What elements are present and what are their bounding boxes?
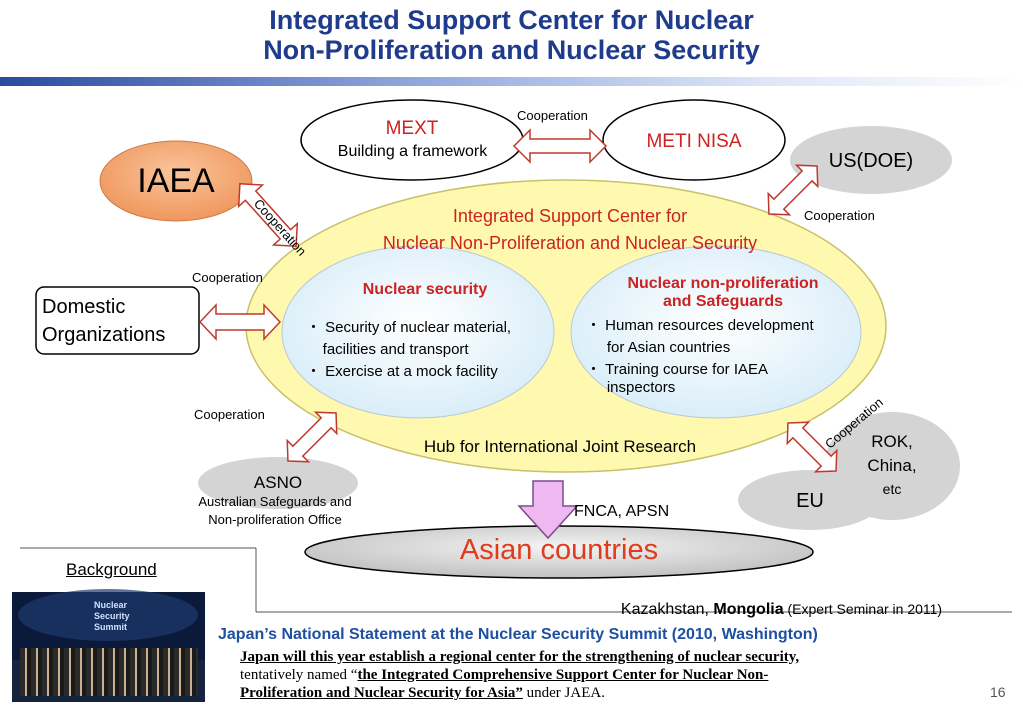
mext-ellipse	[300, 99, 524, 181]
nonprolif-bullet-1: ・ Human resources development	[586, 317, 814, 334]
arrow-iaea-center	[237, 182, 299, 248]
domestic-box	[35, 286, 200, 355]
security-bullet-2: facilities and transport	[306, 341, 469, 358]
security-bullet-3: ・ Exercise at a mock facility	[306, 363, 498, 380]
kazakhstan-part2: Mongolia	[713, 601, 784, 618]
cooperation-label-mext-meti: Cooperation	[517, 108, 588, 123]
meti-label: METI NISA	[646, 131, 742, 152]
nonprolif-circle	[570, 245, 862, 419]
nonprolif-title-line1: Nuclear non-proliferation	[627, 275, 819, 292]
asno-desc-line1: Australian Safeguards and	[198, 494, 352, 509]
nonprolif-title-line2: and Safeguards	[662, 293, 784, 310]
kazakhstan-part3: (Expert Seminar in 2011)	[783, 601, 943, 617]
meti-ellipse	[602, 99, 786, 181]
fnca-label: FNCA, APSN	[574, 503, 670, 520]
center-title-line2: Nuclear Non-Proliferation and Nuclear Se…	[382, 233, 758, 253]
statement-line3-a: Proliferation and Nuclear Security for A…	[240, 685, 523, 701]
statement-line1: Japan will this year establish a regiona…	[240, 649, 800, 665]
statement-line2-a: tentatively named “	[240, 667, 358, 683]
summit-photo-crowd	[20, 648, 198, 696]
cooperation-label-asno: Cooperation	[194, 407, 265, 422]
arrow-mext-meti	[512, 128, 608, 164]
usdoe-ellipse	[790, 126, 952, 194]
nonprolif-bullet-3: ・ Training course for IAEA	[586, 361, 769, 378]
eu-label: EU	[796, 490, 824, 512]
arrow-rok-center	[786, 421, 838, 473]
center-title-line1: Integrated Support Center for	[452, 206, 688, 226]
hub-label: Hub for International Joint Research	[423, 437, 697, 456]
rok-label-line1: ROK,	[871, 432, 913, 451]
arrow-domestic-center	[198, 303, 282, 341]
rok-label-line2: China,	[867, 456, 917, 475]
rok-label-etc: etc	[882, 481, 902, 497]
arrow-down-asian	[517, 480, 579, 540]
iaea-label: IAEA	[137, 162, 215, 200]
nonprolif-bullet-4: inspectors	[586, 379, 676, 396]
background-label: Background	[66, 560, 157, 579]
security-title: Nuclear security	[362, 281, 488, 298]
kazakhstan-part1: Kazakhstan,	[620, 601, 714, 618]
asno-desc-line2: Non-proliferation Office	[208, 512, 342, 527]
title-divider	[0, 77, 1023, 86]
summit-photo-text-line2: Security	[94, 611, 130, 621]
statement-title: Japan’s National Statement at the Nuclea…	[218, 626, 818, 643]
security-bullet-1: ・ Security of nuclear material,	[306, 319, 512, 336]
domestic-label-line1: Domestic	[42, 296, 126, 318]
page-title-line1: Integrated Support Center for Nuclear	[269, 5, 754, 35]
cooperation-label-domestic: Cooperation	[192, 270, 263, 285]
kazakhstan-line: Kazakhstan, Mongolia (Expert Seminar in …	[612, 583, 942, 619]
nonprolif-bullet-2: for Asian countries	[586, 339, 731, 356]
iaea-ellipse	[99, 140, 253, 222]
statement-line2-b: the Integrated Comprehensive Support Cen…	[357, 667, 769, 683]
statement-line2: tentatively named “the Integrated Compre…	[240, 667, 768, 684]
summit-photo-text-line3: Summit	[94, 622, 128, 632]
page-number: 16	[990, 684, 1006, 700]
summit-photo-text-line1: Nuclear	[94, 600, 128, 610]
asno-ellipse	[198, 457, 358, 509]
eu-ellipse	[738, 470, 882, 530]
page-title-line2: Non-Proliferation and Nuclear Security	[263, 35, 760, 65]
mext-subtitle: Building a framework	[337, 143, 488, 160]
arrow-usdoe-center	[767, 164, 819, 216]
statement-line3: Proliferation and Nuclear Security for A…	[240, 685, 605, 702]
statement-line3-b: under JAEA.	[522, 685, 605, 701]
nuclear-security-circle	[281, 245, 555, 419]
asno-label: ASNO	[253, 473, 303, 492]
mext-title: MEXT	[385, 118, 439, 139]
domestic-label-line2: Organizations	[42, 324, 166, 346]
cooperation-label-usdoe: Cooperation	[804, 208, 875, 223]
arrow-asno-center	[286, 411, 338, 463]
usdoe-label: US(DOE)	[828, 150, 914, 172]
asian-label: Asian countries	[459, 534, 659, 566]
